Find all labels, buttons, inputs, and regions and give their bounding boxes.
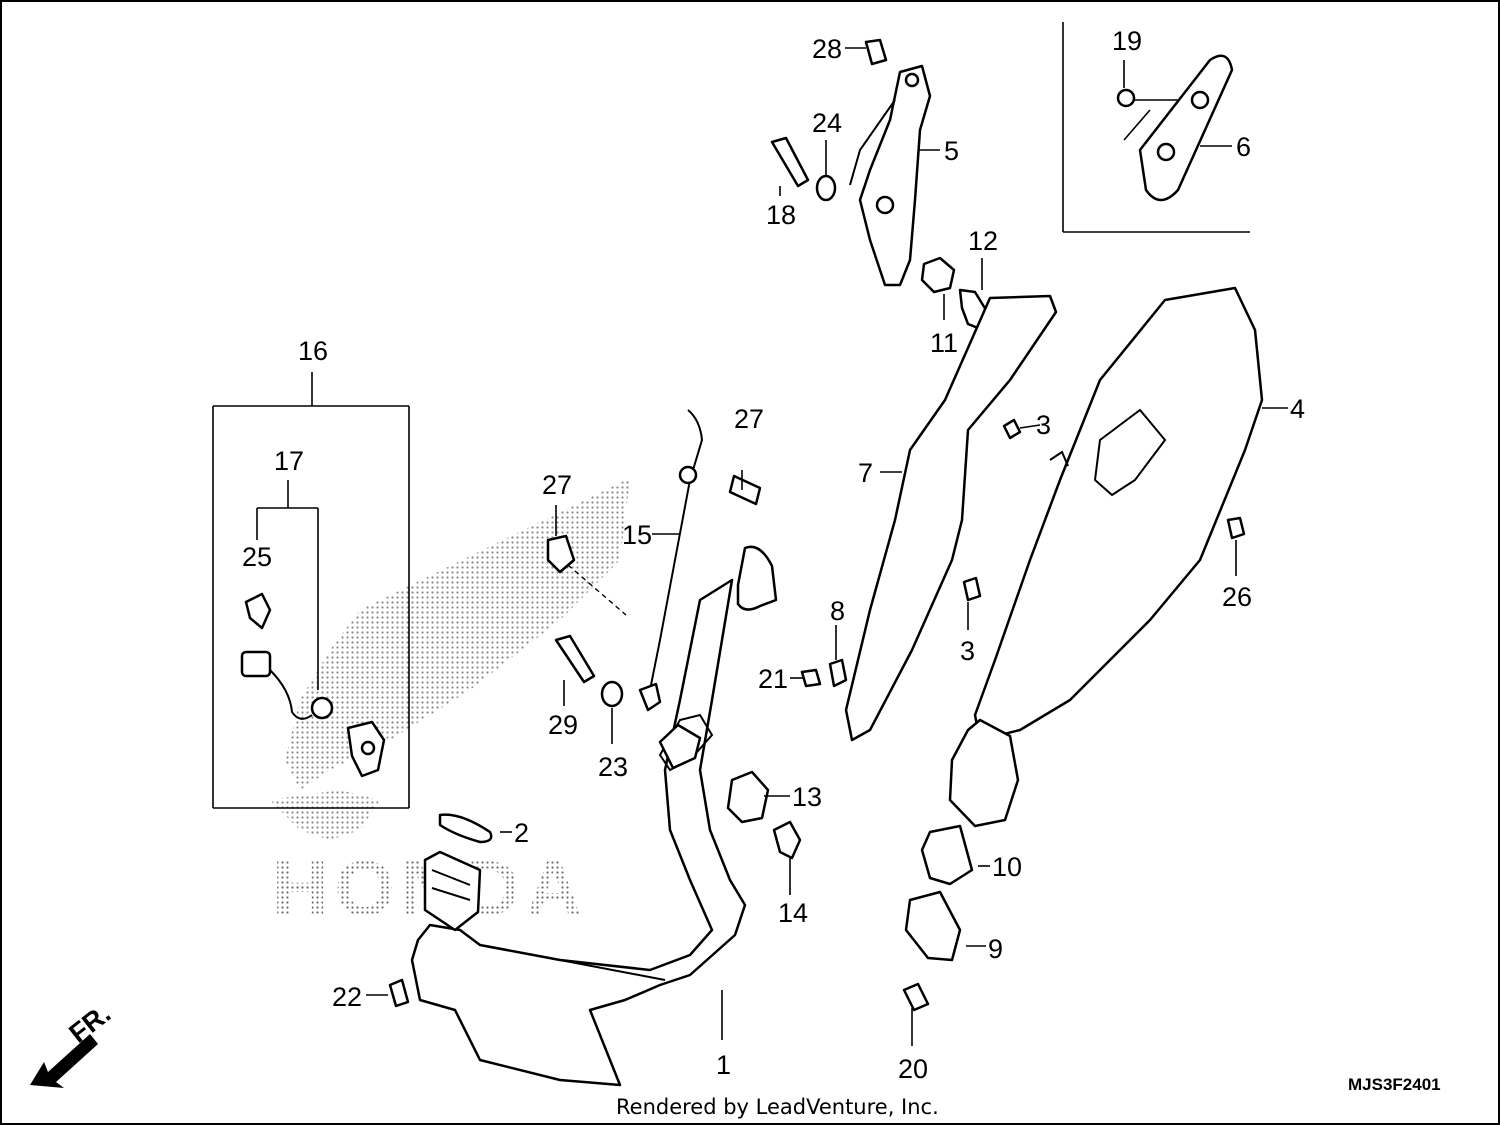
callout-3b: 3 xyxy=(960,636,975,666)
flange-bolt-part xyxy=(546,534,576,574)
callout-11: 11 xyxy=(930,328,958,358)
callout-1: 1 xyxy=(716,1050,731,1080)
callout-23: 23 xyxy=(598,752,628,782)
callout-21: 21 xyxy=(758,664,788,694)
callout-24: 24 xyxy=(812,108,842,138)
muffler-part xyxy=(948,286,1264,828)
callout-16: 16 xyxy=(298,336,328,366)
rubber-mount-part xyxy=(726,770,770,824)
callout-6: 6 xyxy=(1236,132,1251,162)
washer-part xyxy=(600,680,624,708)
grommet-8-part xyxy=(828,658,848,688)
front-direction-arrow: FR. xyxy=(30,998,116,1088)
callout-22: 22 xyxy=(332,982,362,1012)
callout-2: 2 xyxy=(514,818,529,848)
callout-9: 9 xyxy=(988,934,1003,964)
screw-3a-part xyxy=(1002,418,1022,440)
sensor-bracket-lines xyxy=(256,480,319,690)
heat-shield-box xyxy=(1062,22,1250,233)
callout-14: 14 xyxy=(778,898,808,928)
bolt-18-part xyxy=(770,136,810,188)
front-direction-label: FR. xyxy=(64,998,117,1048)
honda-wing-watermark xyxy=(270,478,630,840)
callout-3a: 3 xyxy=(1036,410,1051,440)
callout-20: 20 xyxy=(898,1054,928,1084)
callout-5: 5 xyxy=(944,136,959,166)
bolt-20-part xyxy=(902,982,930,1012)
callout-13: 13 xyxy=(792,782,822,812)
callout-4: 4 xyxy=(1290,394,1305,424)
screw-3b-part xyxy=(962,576,982,602)
washer-24-part xyxy=(815,174,837,202)
nut-26-part xyxy=(1226,516,1246,540)
bolt-22-part xyxy=(388,978,410,1008)
screw-guide-line-2 xyxy=(1123,109,1151,141)
bolt-29-part xyxy=(554,634,596,684)
callout-17: 17 xyxy=(274,446,304,476)
callout-19: 19 xyxy=(1112,26,1142,56)
callout-8: 8 xyxy=(830,596,845,626)
callout-29: 29 xyxy=(548,710,578,740)
callout-25: 25 xyxy=(242,542,272,572)
diagram-code: MJS3F2401 xyxy=(1348,1075,1441,1094)
sensor-cap-part xyxy=(244,592,272,630)
callout-labels: 1 2 3 3 4 5 6 7 8 9 10 11 12 13 14 15 16… xyxy=(242,26,1305,1084)
callout-27b: 27 xyxy=(542,470,572,500)
gasket-10-part xyxy=(920,824,974,886)
bolt-28-part xyxy=(864,38,888,66)
bolt-part xyxy=(728,474,762,506)
clamp-part xyxy=(904,890,962,962)
callout-18: 18 xyxy=(766,200,796,230)
gasket-part xyxy=(438,813,493,844)
exhaust-pipe-part xyxy=(410,545,778,1087)
callout-12: 12 xyxy=(968,226,998,256)
grommet-part xyxy=(920,256,956,294)
callout-15: 15 xyxy=(622,520,652,550)
o2-sensor-part xyxy=(240,650,386,778)
callout-10: 10 xyxy=(992,852,1022,882)
callout-7: 7 xyxy=(858,458,873,488)
credit-text: Rendered by LeadVenture, Inc. xyxy=(616,1095,939,1119)
callout-26: 26 xyxy=(1222,582,1252,612)
leader-lines xyxy=(366,47,1288,1046)
bolt-21-part xyxy=(800,668,822,688)
muffler-bracket-part xyxy=(849,64,932,287)
callout-27a: 27 xyxy=(734,404,764,434)
heat-protector-part xyxy=(844,294,1058,742)
bolt-guide-line xyxy=(567,564,627,616)
screw-19-part xyxy=(1116,88,1136,108)
collar-part xyxy=(772,820,802,860)
callout-28: 28 xyxy=(812,34,842,64)
emblem-plate-part xyxy=(1138,54,1234,202)
sensor-kit-box xyxy=(212,372,410,809)
